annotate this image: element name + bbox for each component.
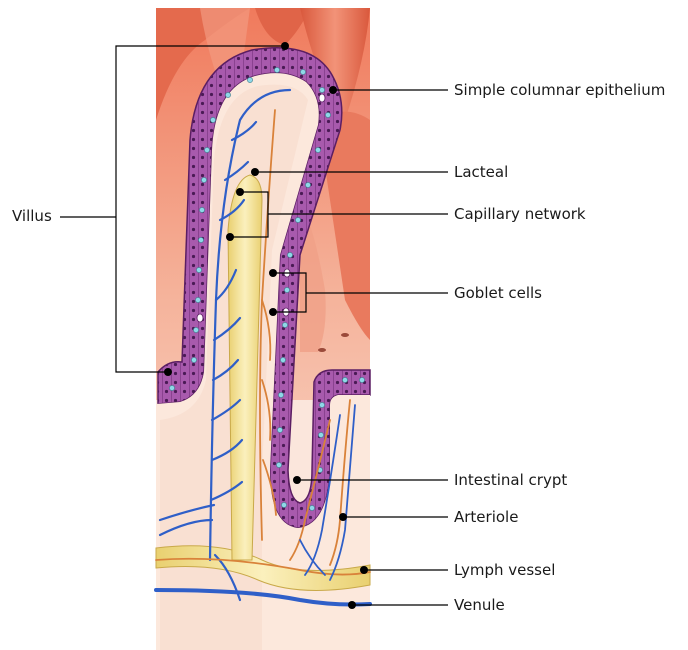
label-lymph-vessel: Lymph vessel: [454, 561, 555, 579]
label-arteriole: Arteriole: [454, 508, 518, 526]
label-simple-columnar-epithelium: Simple columnar epithelium: [454, 81, 665, 99]
label-venule: Venule: [454, 596, 505, 614]
label-capillary-network: Capillary network: [454, 205, 586, 223]
label-villus: Villus: [12, 207, 52, 225]
label-lacteal: Lacteal: [454, 163, 508, 181]
label-goblet-cells: Goblet cells: [454, 284, 542, 302]
label-intestinal-crypt: Intestinal crypt: [454, 471, 567, 489]
